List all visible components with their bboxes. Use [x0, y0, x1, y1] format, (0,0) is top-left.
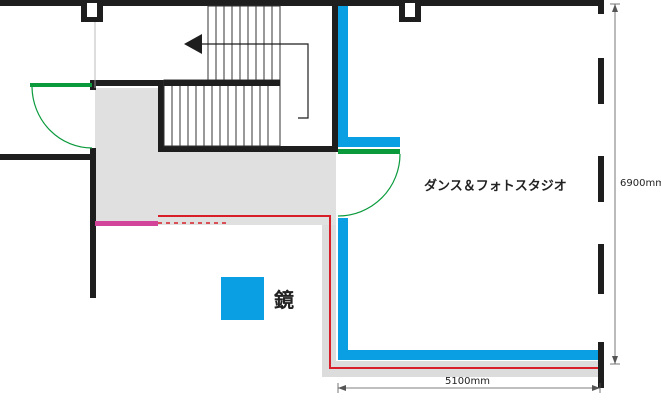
legend-mirror-swatch [221, 277, 264, 320]
dimension-height-label: 6900mm [620, 178, 661, 189]
stair-direction-path [200, 43, 309, 119]
dim-arrow [612, 4, 618, 12]
legend-mirror-label: 鏡 [274, 288, 294, 312]
route-alt [95, 221, 158, 226]
hall-floor [95, 88, 336, 225]
dimension-height [610, 3, 620, 365]
dim-arrow [612, 356, 618, 364]
route-line [158, 215, 598, 369]
dim-arrow [592, 385, 600, 391]
door-studio [337, 149, 401, 217]
stair-landing-wall [164, 80, 280, 86]
dim-arrow [338, 385, 346, 391]
door-left [30, 83, 93, 149]
column-void [405, 3, 415, 17]
stairs-lower [163, 79, 281, 147]
room-label: ダンス＆フォトスタジオ [424, 178, 567, 194]
column-void [87, 3, 97, 17]
stairs-upper [207, 5, 281, 81]
dimension-width-label: 5100mm [445, 376, 490, 387]
arrow-left-icon [184, 34, 202, 54]
mirror-walls [338, 6, 598, 360]
